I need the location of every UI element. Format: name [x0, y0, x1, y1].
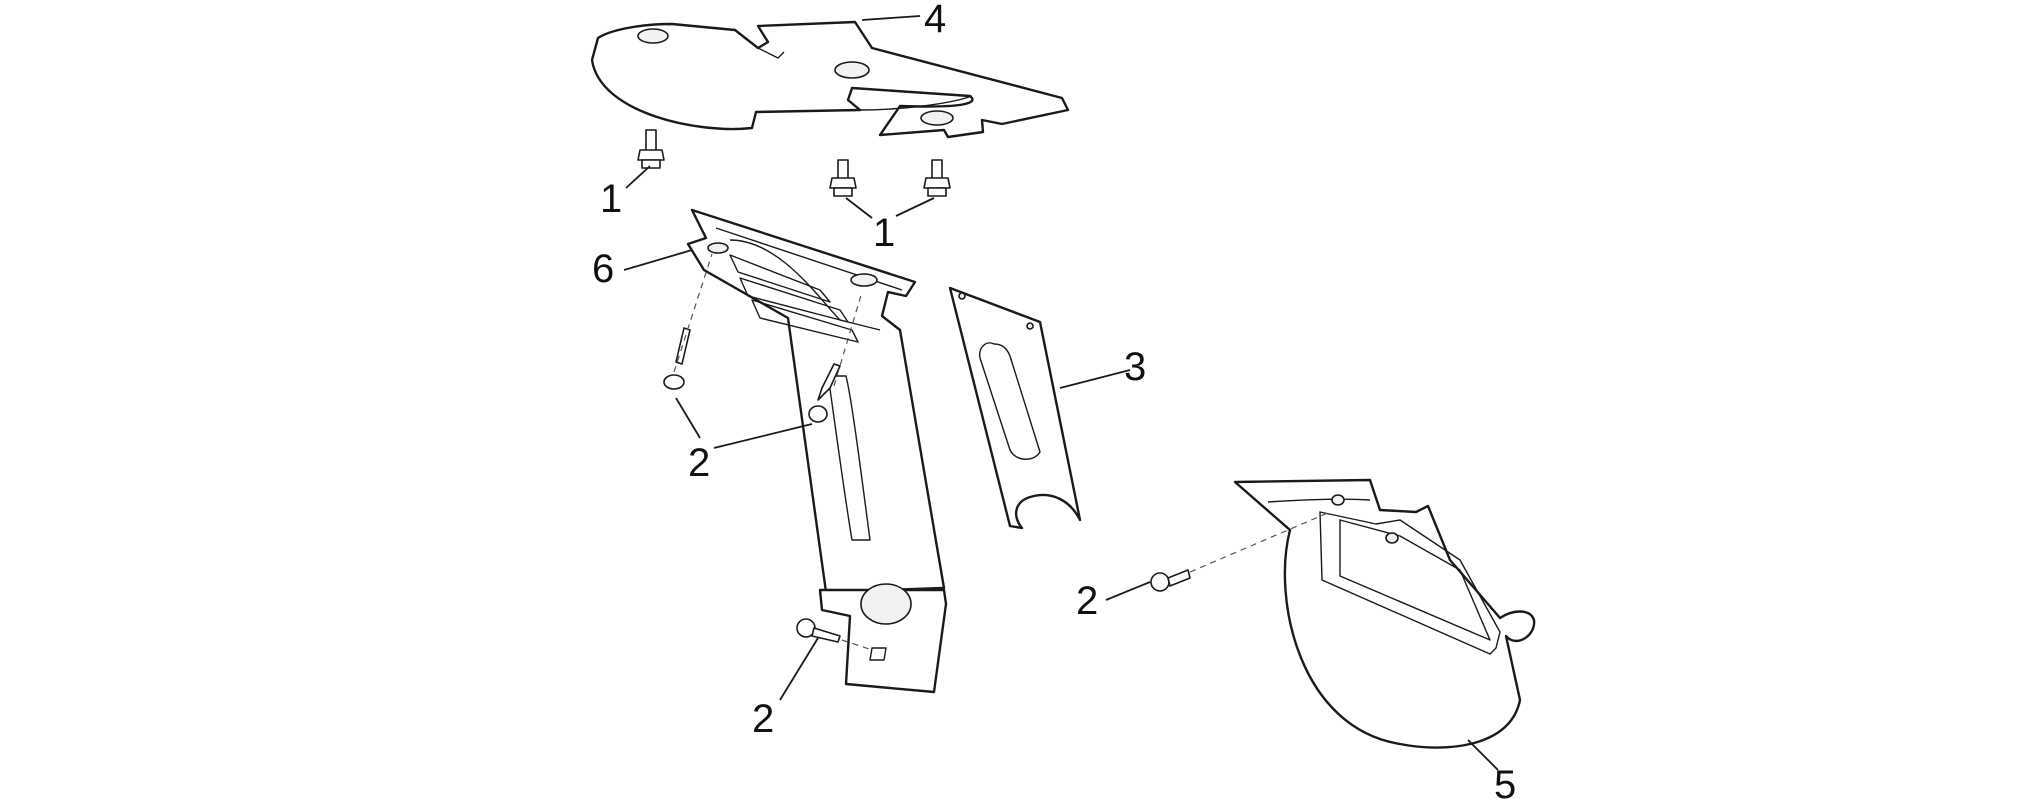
callout-4: 4	[924, 0, 946, 41]
callout-5: 5	[1494, 763, 1516, 800]
leader-lines	[623, 15, 1499, 771]
part-6-upper-bracket	[686, 208, 946, 594]
part-4-top-plate	[590, 20, 1070, 139]
callout-2-lower: 2	[752, 697, 774, 741]
screw-2-lower-left	[796, 618, 841, 643]
callout-labels: 1 1 4 6 2 3 2 2 5	[592, 0, 1516, 800]
callout-6: 6	[592, 247, 614, 291]
assembly-lines	[673, 253, 1331, 651]
callout-2-upper: 2	[688, 441, 710, 485]
callout-1-center: 1	[873, 211, 895, 255]
part-3-gasket	[948, 286, 1082, 530]
bolt-1-center	[829, 159, 857, 197]
part-5-lower-housing	[1233, 478, 1536, 749]
screw-2-upper-left	[663, 327, 691, 390]
callout-2-right: 2	[1076, 579, 1098, 623]
part-bracket-lower-plate	[818, 583, 948, 694]
screw-2-upper-center	[808, 363, 841, 423]
screw-2-right	[1150, 569, 1191, 592]
callout-3: 3	[1124, 345, 1146, 389]
callout-1-left: 1	[600, 177, 622, 221]
bolt-1-left	[637, 129, 665, 169]
bolt-1-right	[923, 159, 951, 197]
